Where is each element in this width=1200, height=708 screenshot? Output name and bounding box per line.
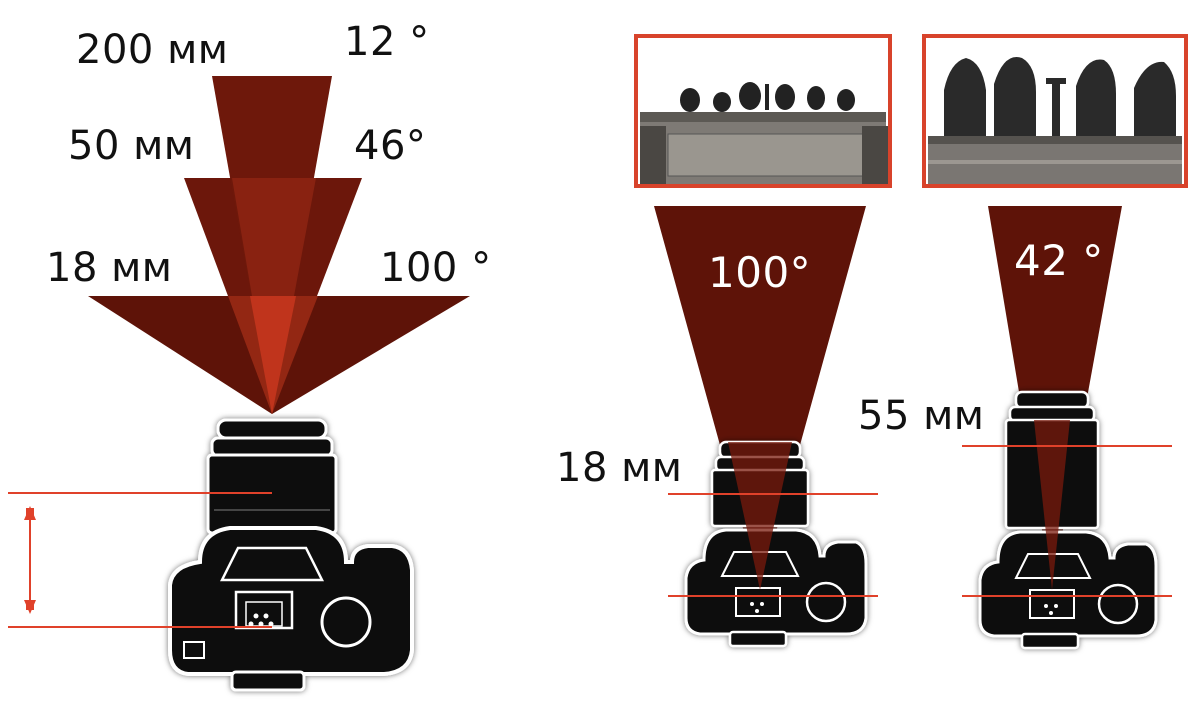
wide-angle-label: 100° [708, 248, 812, 297]
cone-overlap-center [250, 296, 296, 414]
tele-angle-label: 42 ° [1014, 236, 1104, 285]
left-fov-cones [88, 76, 470, 414]
angle-label-46: 46° [354, 123, 427, 169]
focal-label-200mm: 200 мм [76, 27, 229, 73]
cone-wide-overlay [728, 442, 792, 590]
angle-label-12: 12 ° [344, 19, 430, 65]
photo-wide [634, 34, 892, 188]
camera-left [168, 418, 414, 692]
tele-focal-label: 55 мм [858, 393, 985, 439]
angle-label-100: 100 ° [380, 245, 492, 291]
photo-tele [922, 34, 1188, 188]
focal-label-18mm: 18 мм [46, 245, 173, 291]
cone-tele-overlay [1034, 420, 1070, 590]
left-measure-markers [8, 492, 272, 628]
focal-label-50mm: 50 мм [68, 123, 195, 169]
wide-focal-label: 18 мм [556, 445, 683, 491]
cone-wide-100 [654, 206, 866, 590]
